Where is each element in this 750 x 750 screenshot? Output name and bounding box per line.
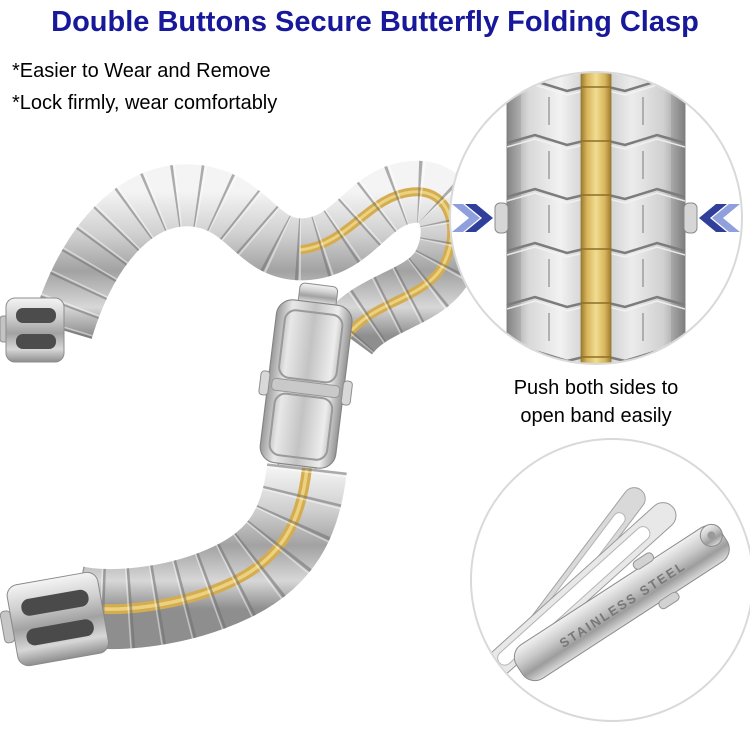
clasp-wing-top — [278, 309, 344, 384]
adapter-slot — [21, 589, 89, 616]
clasp-side-button-bottom — [658, 591, 680, 610]
band-closeup — [452, 73, 740, 363]
clasp-wing-bottom — [268, 392, 334, 461]
clasp-open-closeup: STAINLESS STEEL — [486, 487, 730, 682]
chevron-right-light — [452, 204, 480, 232]
push-caption-line1: Push both sides to — [513, 377, 679, 399]
push-caption: Push both sides to open band easily — [449, 374, 743, 430]
chevron-left-dark — [699, 204, 727, 232]
adapter-body — [6, 571, 110, 667]
clasp-base-plate — [513, 525, 730, 682]
push-buttons-callout — [449, 71, 743, 365]
chevron-left-light — [712, 204, 740, 232]
feature-lock-firmly: *Lock firmly, wear comfortably — [12, 92, 278, 114]
band-edge-shade-left — [507, 73, 521, 363]
clasp-release-button-right — [340, 380, 353, 406]
clasp-arm-front-cutout — [497, 526, 651, 666]
adapter-slot — [16, 334, 56, 349]
upper-band-segment — [32, 160, 480, 357]
band-links-closeup — [494, 73, 698, 363]
adapter-slot — [16, 308, 56, 323]
page-title: Double Buttons Secure Butterfly Folding … — [51, 6, 699, 38]
lower-band-gold-highlight — [75, 467, 309, 611]
clasp-release-button-left — [258, 370, 271, 396]
push-caption-line2: open band easily — [520, 405, 672, 427]
link-notches — [548, 97, 644, 341]
adapter-slot — [26, 619, 94, 646]
clasp-hinge-center — [707, 531, 716, 540]
band-edge-shade-right — [671, 73, 685, 363]
watch-lug-adapter-bottom — [0, 571, 110, 667]
gold-stripe — [580, 73, 612, 363]
double-chevron-right-icon — [452, 204, 493, 232]
push-button-left — [494, 202, 509, 234]
butterfly-clasp — [258, 282, 353, 482]
chevron-right-dark — [465, 204, 493, 232]
gold-stripe-segments — [581, 86, 611, 358]
double-chevron-left-icon — [699, 204, 740, 232]
clasp-open-callout: STAINLESS STEEL — [470, 438, 750, 722]
feature-easy-wear: *Easier to Wear and Remove — [12, 60, 271, 82]
watch-band-photo — [0, 160, 480, 667]
clasp-hinge — [271, 377, 341, 399]
open-butterfly-clasp: STAINLESS STEEL — [486, 487, 730, 682]
watch-lug-adapter-top — [0, 297, 65, 363]
lower-band-segment — [68, 462, 347, 649]
clasp-arm-front — [486, 502, 677, 676]
adapter-body — [5, 297, 65, 363]
upper-band-gold-highlight — [299, 190, 454, 337]
push-button-right — [683, 202, 698, 234]
clasp-side-button-top — [632, 552, 655, 570]
